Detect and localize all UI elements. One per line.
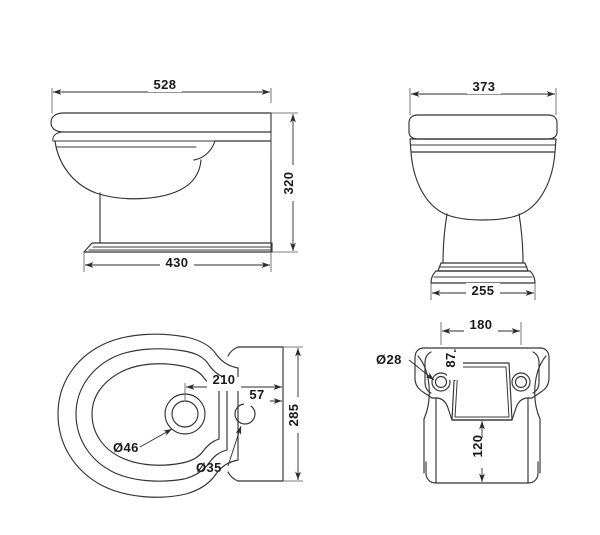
dimension-320: 320 [271, 112, 301, 253]
dimension-label-180: 180 [470, 317, 493, 332]
dimension-label-320: 320 [281, 172, 296, 195]
dimension-label-430: 430 [166, 255, 189, 270]
dimension-label-373: 373 [473, 79, 496, 94]
dimension-label-528: 528 [154, 77, 177, 92]
dimension-label-d35: Ø35 [196, 460, 222, 475]
dimension-255: 255 [430, 283, 536, 300]
dimension-label-d28: Ø28 [376, 352, 402, 367]
rear-elevation-body [414, 347, 550, 484]
dimension-180: 180 [440, 317, 522, 345]
waste-outlet-inner [171, 400, 199, 428]
side-elevation-body [50, 112, 273, 253]
view-plan: 210 57 285 Ø46 Ø35 [57, 333, 306, 498]
dimension-210: 210 [184, 372, 283, 400]
dimension-label-120: 120 [470, 435, 485, 458]
fixing-hole-left-outer [431, 372, 451, 392]
dimension-label-210: 210 [213, 372, 236, 387]
view-rear-elevation: 180 [376, 317, 550, 484]
view-side-elevation: 528 320 [50, 77, 301, 272]
dimension-430: 430 [83, 252, 272, 272]
dimension-label-255: 255 [472, 283, 495, 298]
view-front-elevation: 373 255 [408, 79, 558, 300]
dimension-label-285: 285 [286, 404, 301, 427]
plan-body [57, 333, 284, 498]
callout-diameter-46: Ø46 [113, 428, 173, 455]
dimension-120: 120 [470, 420, 490, 483]
dimension-87: 87 [443, 348, 463, 382]
dimension-373: 373 [409, 79, 557, 115]
dimension-57: 57 [244, 387, 283, 406]
dimension-label-57: 57 [249, 387, 264, 402]
callout-diameter-35: Ø35 [196, 425, 242, 475]
dimension-label-d46: Ø46 [113, 440, 139, 455]
fixing-hole-left-inner [434, 375, 448, 389]
fixing-hole-right-outer [511, 372, 531, 392]
fixing-hole-right-inner [514, 375, 528, 389]
dimension-label-87: 87 [443, 352, 458, 367]
callout-diameter-28: Ø28 [376, 352, 435, 381]
dimension-528: 528 [51, 77, 272, 113]
dimension-285: 285 [283, 346, 306, 482]
